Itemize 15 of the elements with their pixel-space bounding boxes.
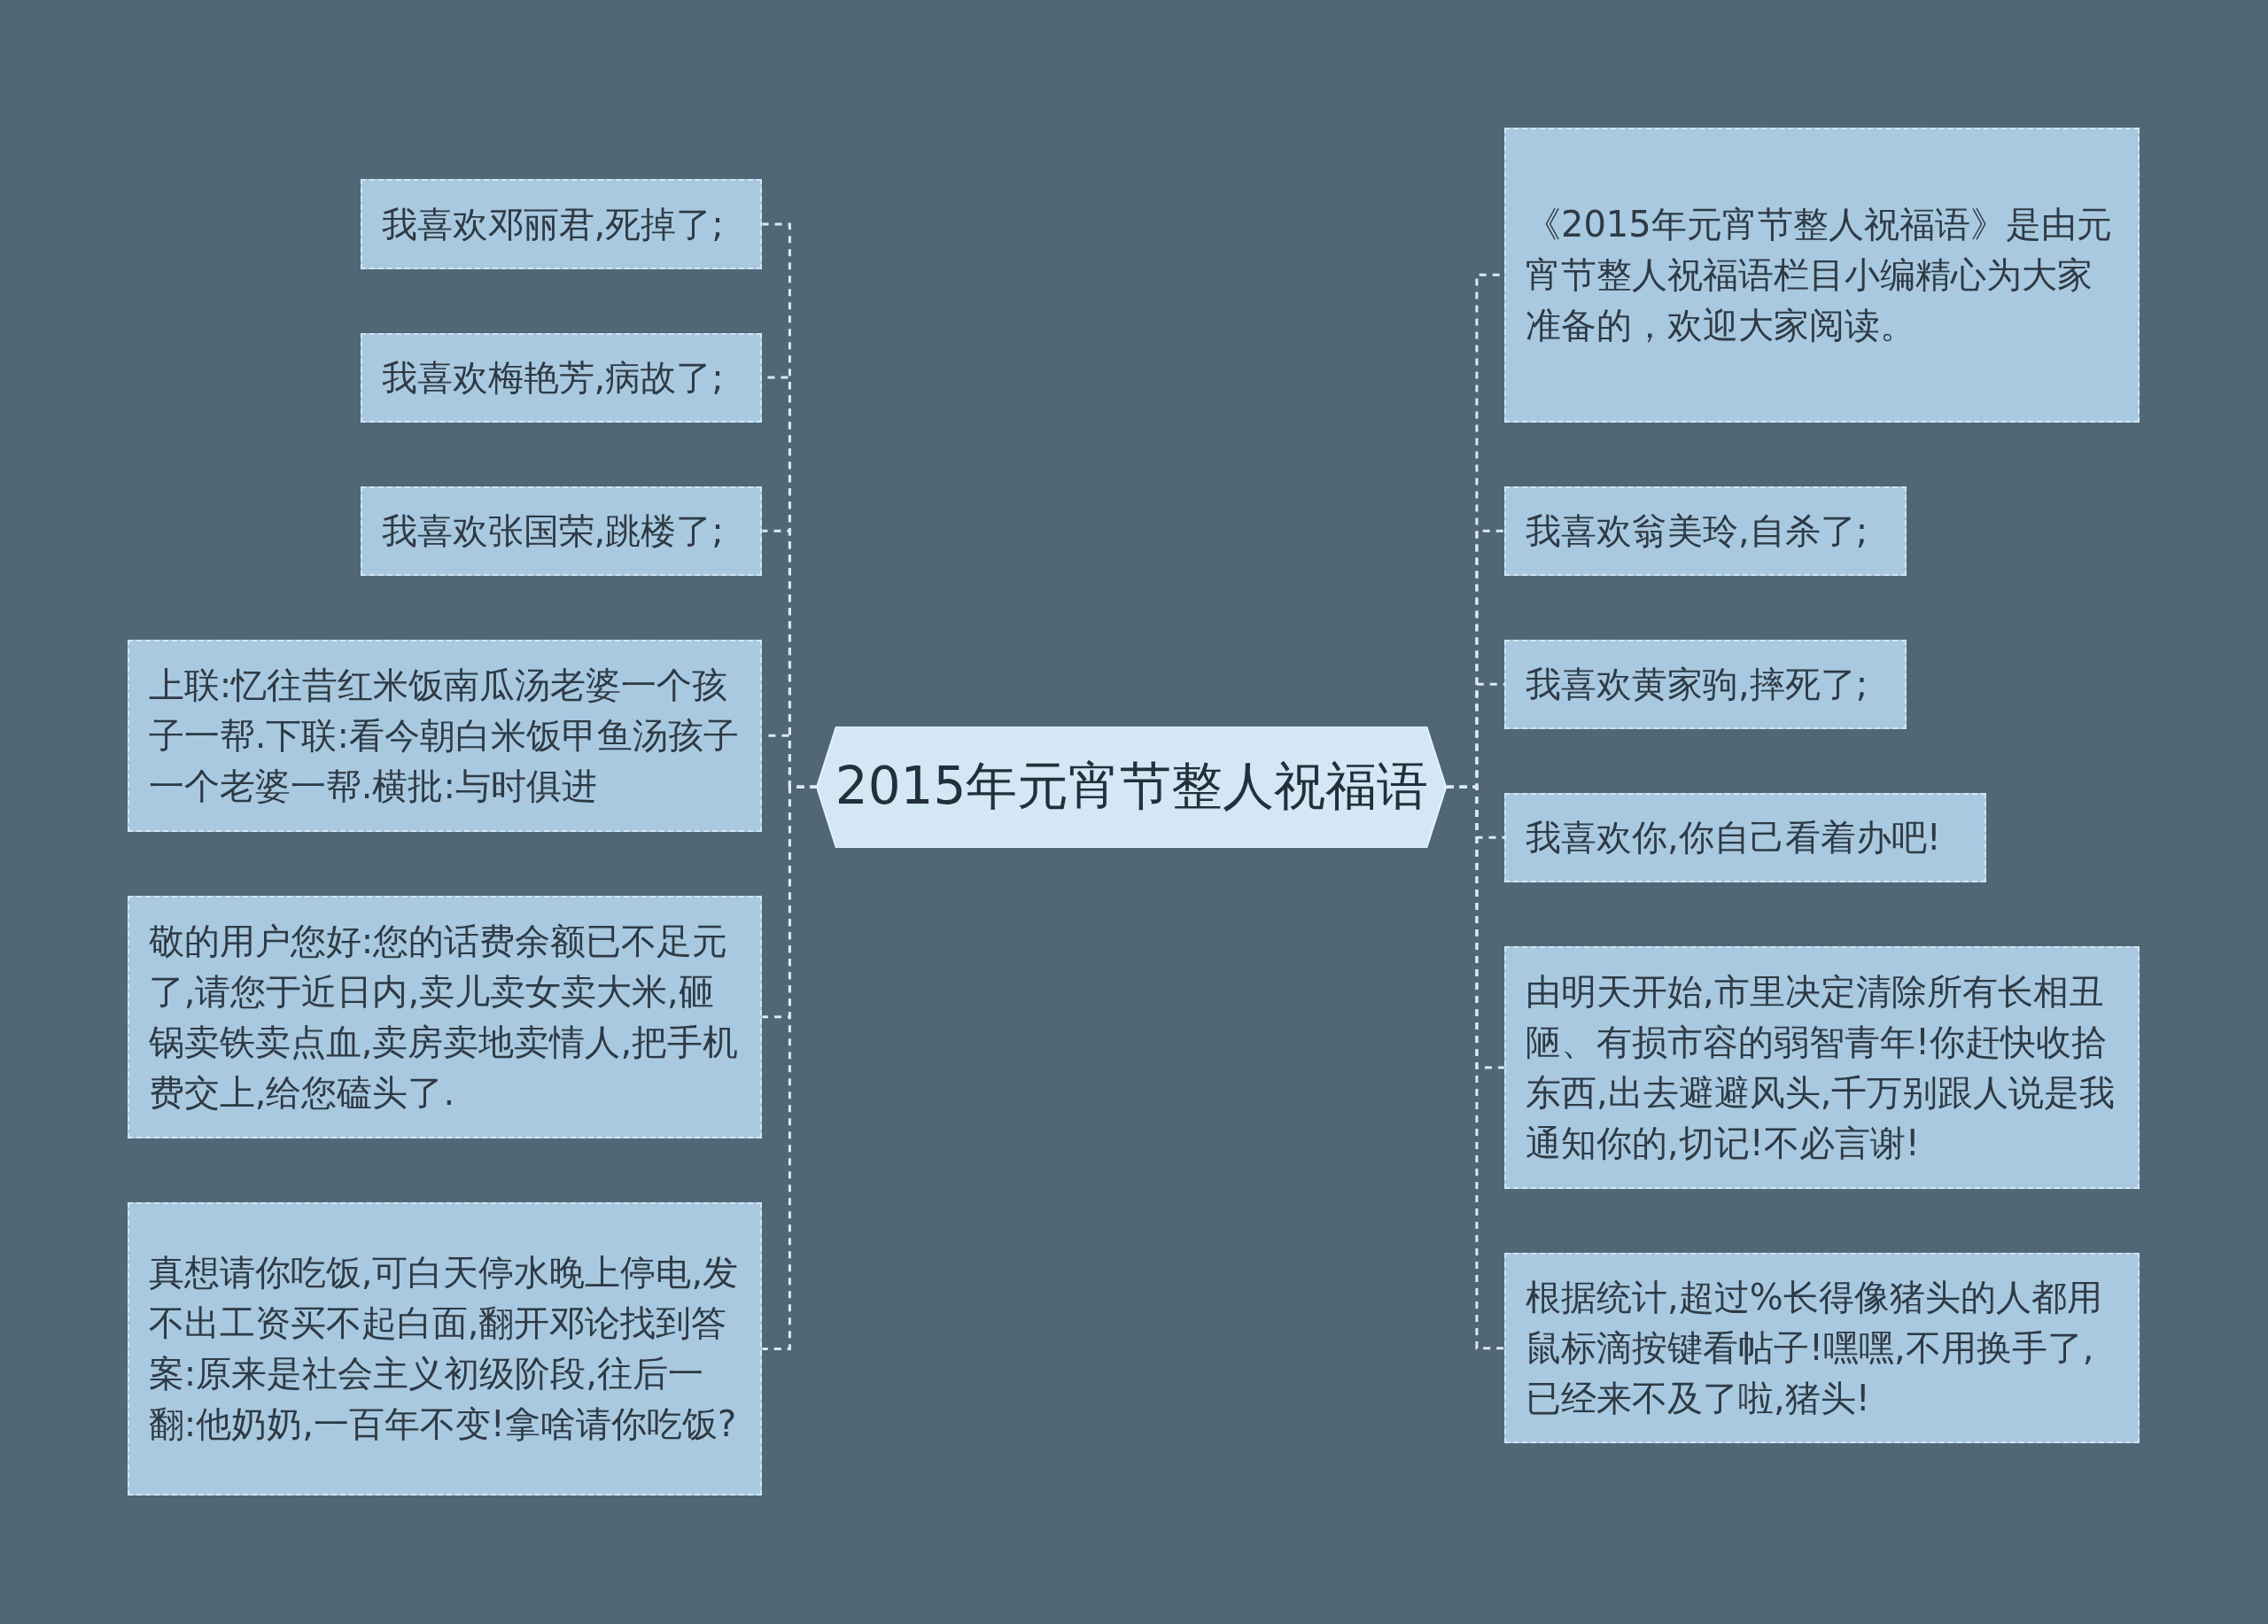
text-box: 真想请你吃饭,可白天停水晚上停电,发不出工资买不起白面,翻开邓论找到答案:原来是社会主义初级阶段,往后一翻:他奶奶,一百年不变!拿啥请你吃饭?: [127, 1201, 763, 1496]
text-box: 上联:忆往昔红米饭南瓜汤老婆一个孩子一帮.下联:看今朝白米饭甲鱼汤孩子一个老婆一帮.横批:与时俱进: [127, 639, 763, 832]
text-box: 由明天开始,市里决定清除所有长相丑陋、有损市容的弱智青年!你赶快收拾东西,出去避避风头,千万别跟人说是我通知你的,切记!不必言谢!: [1503, 945, 2140, 1190]
text-box: 我喜欢你,你自己看着办吧!: [1503, 792, 1986, 882]
text-box: 《2015年元宵节整人祝福语》是由元宵节整人祝福语栏目小编精心为大家准备的，欢迎大家阅读。: [1503, 127, 2140, 423]
text-box: 我喜欢梅艳芳,病故了;: [360, 332, 763, 423]
connector-line: [762, 785, 818, 1350]
text-box: 我喜欢邓丽君,死掉了;: [360, 179, 763, 269]
connector-line: [1446, 785, 1504, 1350]
text-box: 我喜欢黄家驹,摔死了;: [1503, 639, 1907, 729]
topic-hexagon: 2015年元宵节整人祝福语: [817, 726, 1447, 848]
text-box: 我喜欢张国荣,跳楼了;: [360, 486, 763, 576]
text-box: 根据统计,超过%长得像猪头的人都用鼠标滴按键看帖子!嘿嘿,不用换手了,已经来不及了啦,猪头!: [1503, 1252, 2140, 1444]
text-box: 我喜欢翁美玲,自杀了;: [1503, 486, 1907, 576]
text-box: 敬的用户您好:您的话费余额已不足元了,请您于近日内,卖儿卖女卖大米,砸锅卖铁卖点血,卖房卖地卖情人,把手机费交上,给您磕头了.: [127, 895, 763, 1138]
